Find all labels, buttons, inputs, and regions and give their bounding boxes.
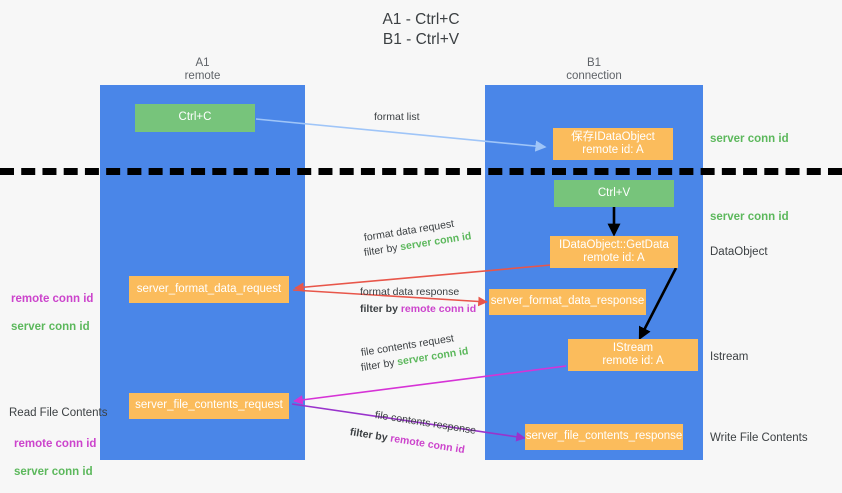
- annotation-server-conn-id: server conn id: [11, 321, 90, 333]
- node-server-file-contents-response[interactable]: server_file_contents_response: [525, 424, 683, 450]
- node-server-format-data-request[interactable]: server_format_data_request: [129, 276, 289, 303]
- node-istream[interactable]: IStream remote id: A: [568, 339, 698, 371]
- filter-prefix: filter by: [360, 303, 401, 315]
- edge-label-format-data-response-text: format data response: [360, 286, 460, 298]
- node-server-format-data-response[interactable]: server_format_data_response: [489, 289, 646, 315]
- annotation-read-file-contents-heading: Read File Contents: [9, 407, 108, 419]
- annotation-istream: Istream: [710, 351, 749, 363]
- node-ctrl-v[interactable]: Ctrl+V: [554, 180, 674, 207]
- annotation-format-conn-ids: remote conn id server conn id: [11, 278, 93, 348]
- annotation-read-file-contents: Read File Contents remote conn id server…: [9, 392, 107, 493]
- annotation-server-conn-id: server conn id: [14, 466, 93, 478]
- filter-prefix: filter by: [349, 426, 392, 445]
- column-header-b1: B1 connection: [566, 57, 622, 82]
- column-header-a1: A1 remote: [184, 57, 221, 82]
- edge-label-file-contents-response: file contents response filter by remote …: [349, 408, 477, 456]
- clipboard-boundary-divider: [0, 168, 842, 175]
- node-ctrl-c[interactable]: Ctrl+C: [135, 104, 255, 132]
- annotation-dataobject: DataObject: [710, 246, 768, 258]
- node-server-file-contents-request[interactable]: server_file_contents_request: [129, 393, 289, 419]
- edge-label-file-contents-request: file contents request filter by server c…: [360, 332, 470, 375]
- node-save-idataobject[interactable]: 保存IDataObject remote id: A: [553, 128, 673, 160]
- annotation-remote-conn-id: remote conn id: [11, 293, 94, 305]
- filter-value-remote-conn-id: remote conn id: [389, 432, 466, 457]
- filter-value-remote-conn-id: remote conn id: [400, 303, 477, 315]
- edge-label-format-list-text: format list: [374, 111, 420, 123]
- annotation-remote-conn-id: remote conn id: [14, 438, 97, 450]
- annotation-server-conn-id-middle: server conn id: [710, 211, 789, 223]
- edge-label-format-data-response-filter: filter by remote conn id: [360, 302, 476, 316]
- node-idataobject-getdata[interactable]: IDataObject::GetData remote id: A: [550, 236, 678, 268]
- edge-label-format-list: format list: [374, 110, 420, 124]
- annotation-server-conn-id-top: server conn id: [710, 133, 789, 145]
- edge-label-format-data-response: format data response filter by remote co…: [360, 285, 476, 316]
- annotation-write-file-contents: Write File Contents: [710, 432, 808, 444]
- page-title: A1 - Ctrl+C B1 - Ctrl+V: [382, 11, 460, 48]
- edge-label-format-data-request: format data request filter by server con…: [363, 218, 473, 260]
